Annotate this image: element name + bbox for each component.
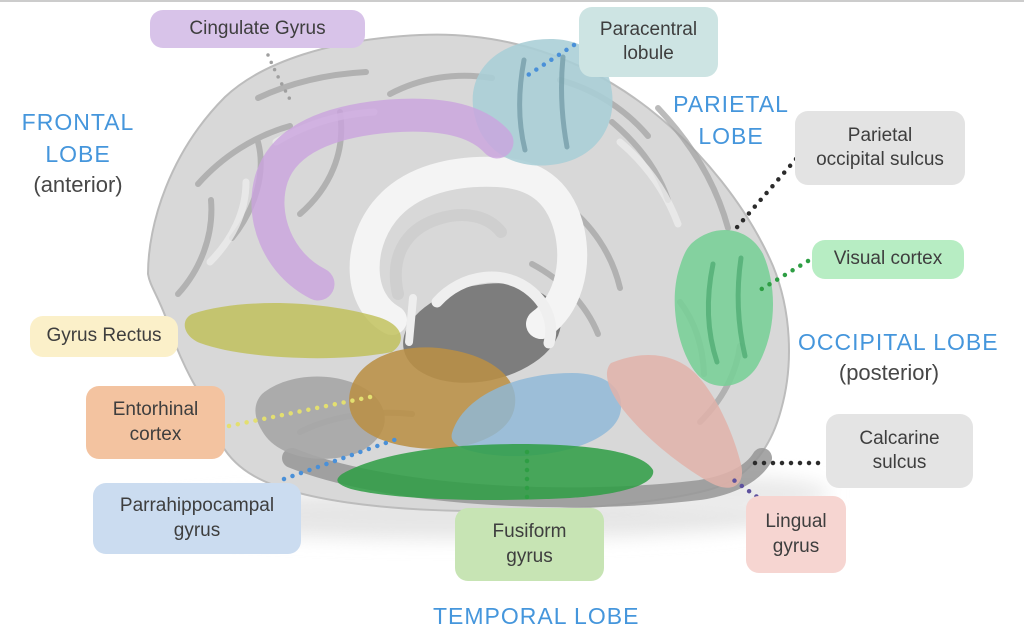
label-calcarine-sulcus-text: Calcarine sulcus	[859, 427, 940, 473]
label-gyrus-rectus-text: Gyrus Rectus	[46, 325, 162, 347]
label-lingual-gyrus: Lingual gyrus	[746, 496, 846, 573]
label-cingulate-gyrus: Cingulate Gyrus	[150, 10, 365, 48]
label-gyrus-rectus: Gyrus Rectus	[30, 316, 178, 357]
label-visual-cortex: Visual cortex	[812, 240, 964, 279]
label-calcarine-sulcus: Calcarine sulcus	[826, 414, 973, 488]
label-fusiform-gyrus: Fusiform gyrus	[455, 508, 604, 581]
label-paracentral-lobule-text: Paracentral lobule	[599, 18, 698, 64]
lobe-heading-parietal: PARIETAL LOBE	[671, 88, 791, 152]
label-fusiform-gyrus-text: Fusiform gyrus	[492, 521, 567, 567]
connector-paracentral-lobule	[525, 42, 577, 78]
fornix	[431, 271, 557, 349]
lobe-heading-parietal-name: PARIETAL LOBE	[673, 91, 789, 149]
lobe-heading-occipital-name: OCCIPITAL LOBE	[798, 329, 999, 355]
region-cingulate-gyrus	[251, 98, 514, 301]
region-lingual-gyrus	[606, 355, 743, 488]
label-visual-cortex-text: Visual cortex	[833, 248, 943, 270]
paracentral-sulci	[517, 54, 570, 153]
lobe-heading-frontal-qualifier: (anterior)	[33, 172, 123, 197]
connector-parietal-occipital-sulcus	[729, 156, 799, 236]
label-parrahippocampal-gyrus-text: Parrahippocampal gyrus	[119, 495, 275, 541]
corpus-callosum	[349, 156, 588, 339]
lobe-heading-temporal: TEMPORAL LOBE	[433, 600, 640, 632]
septum	[405, 294, 417, 346]
connector-visual-cortex	[752, 258, 811, 296]
label-parietal-occipital-sulcus: Parietal occipital sulcus	[795, 111, 965, 185]
lobe-heading-frontal-name: FRONTAL LOBE	[21, 109, 135, 167]
lobe-heading-temporal-name: TEMPORAL LOBE	[433, 603, 640, 629]
genu-inner-curl	[389, 209, 507, 300]
label-paracentral-lobule: Paracentral lobule	[579, 7, 718, 77]
visual-cortex-sulci	[706, 255, 748, 365]
label-entorhinal-cortex-text: Entorhinal cortex	[112, 399, 199, 445]
lobe-heading-occipital: OCCIPITAL LOBE (posterior)	[798, 326, 999, 388]
label-parietal-occipital-sulcus-text: Parietal occipital sulcus	[816, 124, 944, 170]
label-lingual-gyrus-text: Lingual gyrus	[765, 511, 827, 557]
region-fusiform-gyrus	[337, 444, 654, 500]
label-cingulate-gyrus-text: Cingulate Gyrus	[189, 17, 326, 39]
region-visual-cortex	[674, 230, 774, 386]
label-parrahippocampal-gyrus: Parrahippocampal gyrus	[93, 483, 301, 554]
region-parrahippocampal-gyrus	[451, 373, 622, 457]
lobe-heading-frontal: FRONTAL LOBE (anterior)	[8, 106, 148, 200]
lobe-heading-occipital-qualifier: (posterior)	[838, 360, 940, 385]
region-gyrus-rectus	[184, 303, 401, 359]
connector-entorhinal-cortex	[226, 393, 378, 429]
connector-parrahippocampal-gyrus	[281, 436, 400, 482]
label-entorhinal-cortex: Entorhinal cortex	[86, 386, 225, 459]
